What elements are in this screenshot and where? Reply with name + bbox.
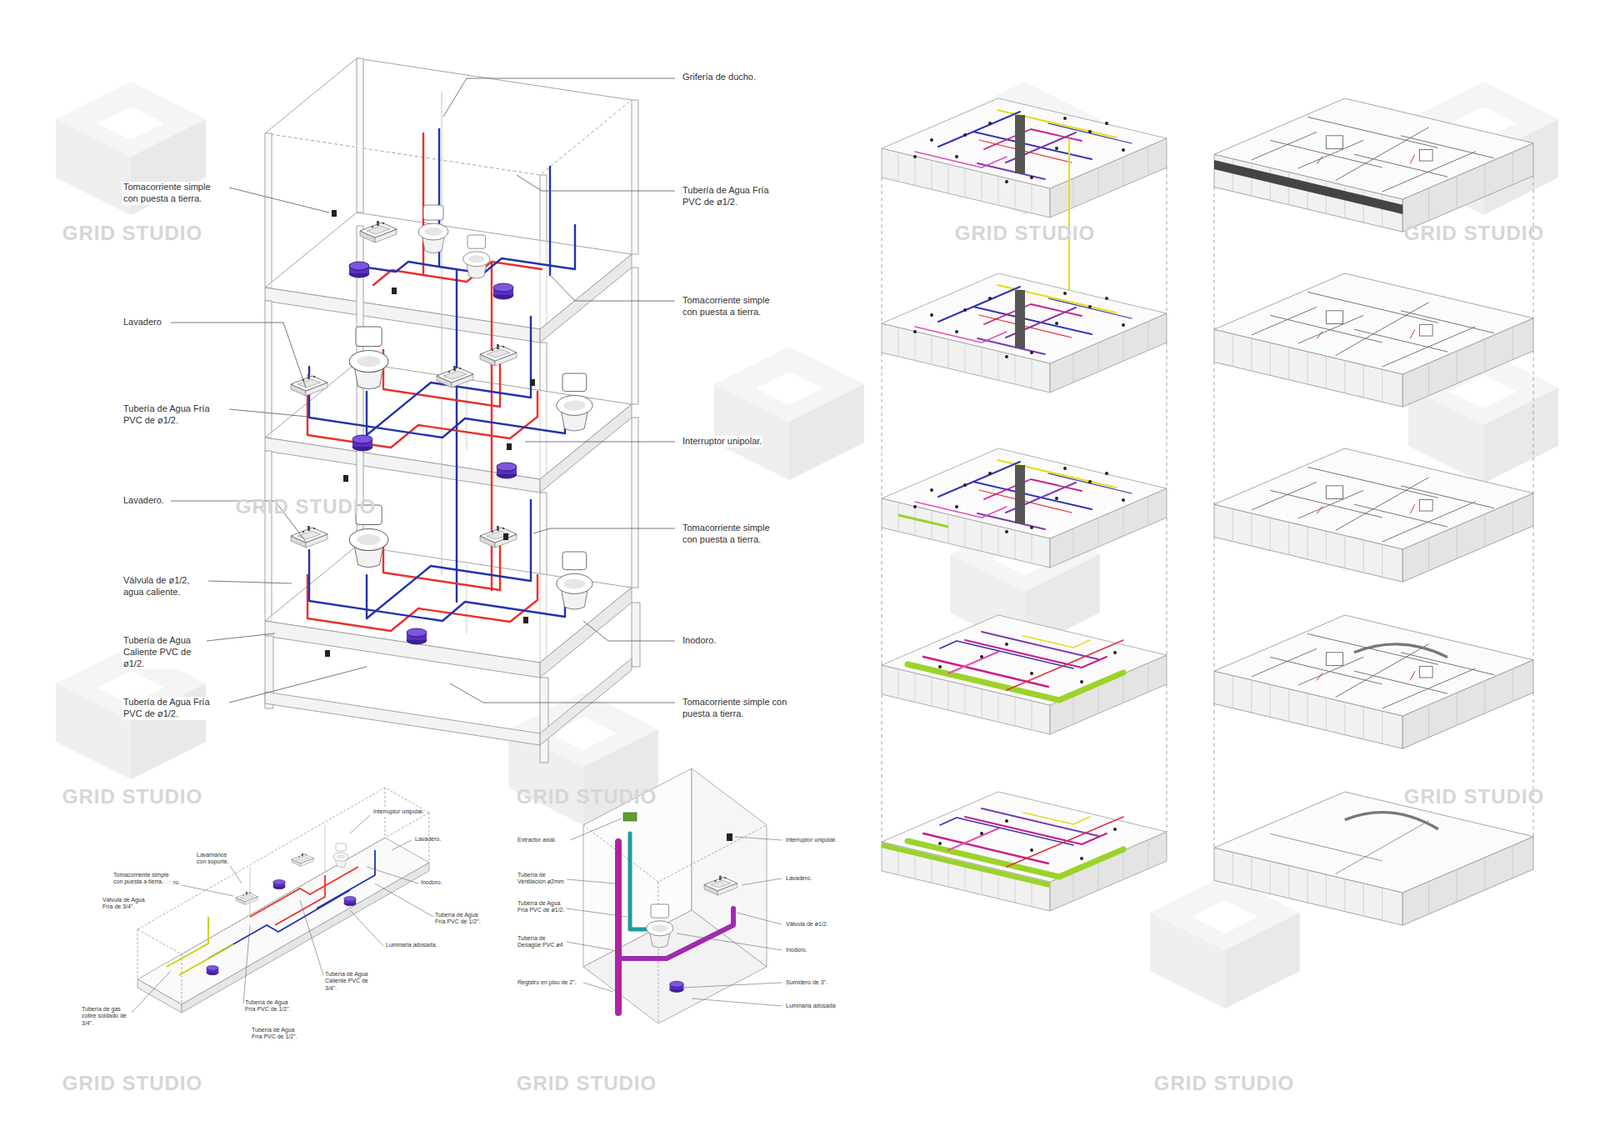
watermark: GRID STUDIO	[235, 494, 376, 520]
callout-label: Sumidero de 3".	[785, 979, 828, 986]
callout-label: Lavadero.	[122, 495, 165, 507]
watermark: GRID STUDIO	[62, 784, 203, 810]
callout-label: Extractor axial.	[517, 836, 556, 844]
callout-label: Tubería de Agua Fría PVC de 1/2".	[435, 911, 484, 926]
callout-label: Interruptor unipolar.	[681, 435, 763, 448]
callout-label: Inodoro.	[785, 946, 808, 954]
callout-label: Tubería de Agua Fría PVC de ø1/2.	[122, 403, 225, 427]
watermark: GRID STUDIO	[1154, 1070, 1295, 1096]
callout-label: Válvula de Agua Fría de 3/4".	[102, 896, 151, 911]
watermark: GRID STUDIO	[516, 784, 657, 810]
callout-label: Grifería de ducho.	[681, 71, 757, 84]
callout-label: Lavadero.	[785, 875, 812, 882]
callout-label: Tubería de Ventilación ø2mm	[517, 871, 566, 886]
callout-label: Tubería de Agua Fría PVC de 1/2".	[245, 999, 294, 1014]
callout-label: Tubería de Desagüe PVC ø4	[517, 935, 566, 950]
watermark: GRID STUDIO	[62, 220, 203, 246]
callout-label: Tomacorriente simple con puesta a tierra…	[681, 696, 805, 720]
callout-label: Válvula de ø1/2, agua caliente.	[122, 575, 204, 599]
callout-label: Tubería de Agua Fría PVC de ø1/2.	[517, 900, 566, 915]
watermark: GRID STUDIO	[955, 220, 1095, 246]
callout-label: Tomacorriente simple con puesta a tierra…	[113, 871, 174, 886]
callout-label: Válvula de ø1/2.	[785, 920, 829, 928]
callout-label: Tubería de Agua Fría PVC de ø1/2.	[681, 185, 782, 209]
callout-label: Tubería de gas cobre soldado de 3/4".	[81, 1005, 132, 1027]
callout-label: Inodoro.	[681, 635, 717, 647]
callout-label: Luminaria adosada.	[385, 941, 438, 949]
watermark: GRID STUDIO	[516, 1070, 657, 1096]
callout-label: Lavadero	[122, 316, 163, 329]
watermark: GRID STUDIO	[1404, 220, 1545, 246]
callout-label: Lavadero.	[415, 835, 441, 843]
callout-label: Tubería de Agua Caliente PVC de 3/4".	[325, 970, 379, 992]
callout-label: Interruptor unipolar.	[785, 836, 837, 844]
callout-label: Tubería de Agua Caliente PVC de ø1/2.	[122, 635, 201, 670]
callout-label: Tomacorriente simple con puesta a tierra…	[681, 295, 782, 319]
watermark: GRID STUDIO	[62, 1070, 203, 1096]
callout-label: Inodoro.	[420, 879, 443, 886]
callout-label: Tomacorriente simple con puesta a tierra…	[681, 522, 782, 546]
watermark: GRID STUDIO	[1404, 784, 1545, 810]
callout-label: Lavamanos con soporte.	[196, 851, 235, 866]
callout-label: Tubería de Agua Fría PVC de 1/2".	[251, 1026, 300, 1041]
callout-label: Tomacorriente simple con puesta a tierra…	[122, 181, 225, 205]
callout-label: Tubería de Agua Fría PVC de ø1/2.	[122, 696, 223, 720]
callout-label: Interruptor unipolar.	[373, 808, 425, 815]
callout-label: Registro en piso de 2".	[517, 979, 577, 986]
callout-label: Luminaria adosada	[785, 1002, 836, 1010]
